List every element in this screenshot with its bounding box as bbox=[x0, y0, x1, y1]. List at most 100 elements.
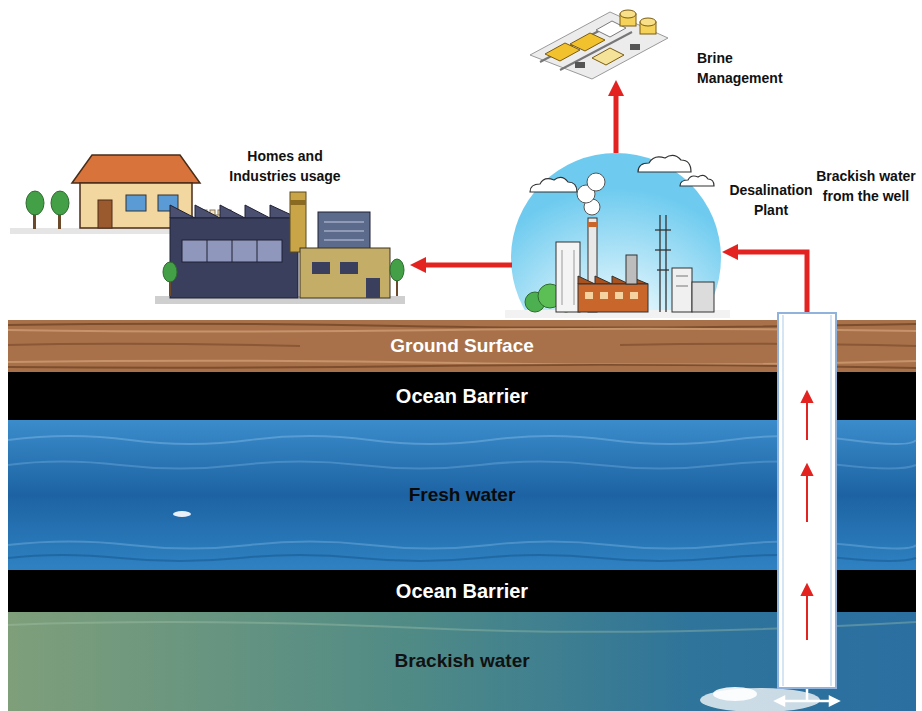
illustration-part bbox=[570, 33, 605, 51]
illustration-part bbox=[806, 689, 809, 701]
fresh-water-layer: Fresh water bbox=[8, 420, 916, 570]
illustration-part bbox=[600, 292, 608, 299]
illustration-part bbox=[324, 240, 364, 241]
illustration-part bbox=[806, 473, 808, 522]
illustration-part bbox=[324, 231, 364, 232]
desalination-dome bbox=[505, 153, 730, 318]
brackish-water-layer: Brackish water bbox=[8, 612, 916, 711]
plant-picture bbox=[525, 155, 714, 312]
illustration-part bbox=[802, 392, 812, 640]
part-label: Desalination Plant bbox=[718, 180, 824, 221]
illustration-part bbox=[782, 700, 832, 703]
illustration-part bbox=[626, 255, 637, 284]
illustration-part bbox=[257, 240, 258, 262]
illustration-part bbox=[312, 262, 330, 274]
illustration-part bbox=[574, 250, 575, 305]
illustration-part bbox=[655, 249, 671, 250]
layer-label: Brackish water bbox=[394, 650, 529, 673]
illustration-part bbox=[692, 282, 714, 312]
illustration-part bbox=[657, 269, 669, 270]
illustration-part bbox=[713, 687, 757, 701]
illustration-part bbox=[592, 48, 624, 65]
layer-label: Ocean Barrier bbox=[396, 384, 528, 408]
illustration-part bbox=[340, 262, 358, 274]
illustration-part bbox=[776, 689, 838, 705]
illustration-part bbox=[802, 392, 812, 402]
layer-label: Ocean Barrier bbox=[396, 579, 528, 603]
illustration-part bbox=[324, 222, 364, 223]
illustration-part bbox=[511, 153, 721, 318]
illustration-part bbox=[588, 222, 597, 227]
illustration-part bbox=[615, 292, 623, 299]
illustration-part bbox=[170, 218, 298, 298]
illustration-part bbox=[530, 177, 577, 192]
illustration-part bbox=[585, 292, 593, 299]
illustration-part bbox=[98, 200, 112, 228]
illustration-part bbox=[366, 278, 380, 298]
illustration-part bbox=[170, 205, 298, 218]
brine-node: Brine Management bbox=[525, 2, 670, 80]
illustration-part bbox=[8, 344, 300, 346]
illustration-part bbox=[830, 315, 832, 686]
illustration-part bbox=[676, 286, 688, 287]
illustration-part bbox=[390, 259, 404, 281]
illustration-part bbox=[575, 62, 585, 68]
layer-label: Ground Surface bbox=[390, 335, 534, 358]
flow-arrow bbox=[734, 252, 807, 312]
flow-arrow bbox=[614, 92, 619, 153]
well-node: Brackish water from the well bbox=[777, 312, 837, 689]
illustration-part bbox=[778, 313, 836, 688]
illustration-part bbox=[630, 44, 640, 50]
illustration-part bbox=[782, 315, 784, 686]
illustration-part bbox=[232, 240, 233, 262]
illustration-part bbox=[587, 173, 605, 191]
illustration-part bbox=[802, 465, 812, 475]
illustration-part bbox=[51, 191, 69, 215]
illustration-part bbox=[290, 200, 306, 205]
illustration-part bbox=[672, 268, 692, 312]
illustration-part bbox=[126, 195, 146, 211]
illustration-part bbox=[530, 12, 668, 79]
desalination-plant-node: Desalination Plant bbox=[510, 152, 722, 318]
brine-picture bbox=[530, 10, 668, 79]
illustration-part bbox=[578, 284, 648, 312]
illustration-part bbox=[776, 697, 784, 705]
illustration-part bbox=[638, 155, 691, 172]
illustration-part bbox=[806, 593, 808, 640]
illustration-part bbox=[562, 250, 563, 305]
illustration-part bbox=[173, 511, 191, 517]
layer-label: Fresh water bbox=[409, 484, 516, 507]
part-label: Brackish water from the well bbox=[816, 166, 916, 207]
illustration-part bbox=[700, 688, 820, 711]
illustration-part bbox=[290, 192, 306, 252]
illustration-part bbox=[640, 18, 656, 26]
illustration-part bbox=[620, 344, 916, 346]
illustration-part bbox=[163, 262, 177, 282]
illustration-part bbox=[830, 697, 838, 705]
homes-industries-picture bbox=[10, 155, 405, 304]
flow-arrow bbox=[422, 263, 512, 268]
illustration-part bbox=[300, 248, 390, 298]
part-label: Homes and Industries usage bbox=[220, 146, 350, 187]
homes-industries-node: Homes and Industries usage bbox=[10, 145, 410, 305]
part-label: Brine Management bbox=[697, 48, 797, 89]
illustration-part bbox=[806, 400, 808, 440]
illustration-part bbox=[802, 585, 812, 595]
ground-layer: Ground Surface bbox=[8, 320, 916, 372]
illustration-part bbox=[207, 240, 208, 262]
illustration-part bbox=[655, 229, 671, 230]
illustration-part bbox=[620, 10, 636, 18]
illustration-part bbox=[556, 242, 580, 312]
well-pipe bbox=[776, 313, 838, 705]
illustration-part bbox=[318, 212, 370, 250]
barrier-layer: Ocean Barrier bbox=[8, 372, 916, 420]
illustration-part bbox=[676, 276, 688, 277]
illustration-part bbox=[26, 191, 44, 215]
illustration-part bbox=[680, 175, 714, 186]
illustration-part bbox=[655, 215, 671, 312]
illustration-part bbox=[72, 155, 200, 183]
barrier-layer: Ocean Barrier bbox=[8, 570, 916, 612]
illustration-part bbox=[630, 292, 638, 299]
illustration-part bbox=[182, 240, 282, 262]
